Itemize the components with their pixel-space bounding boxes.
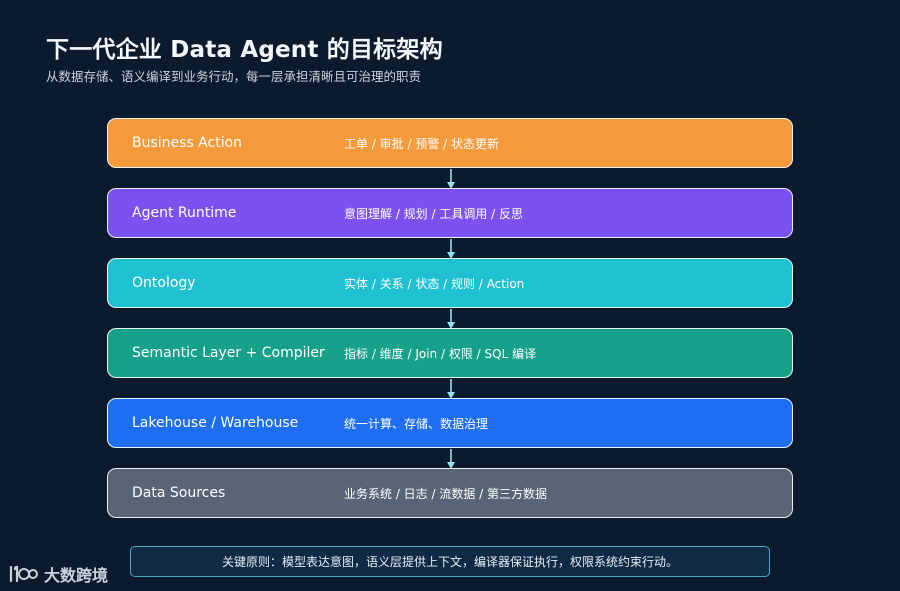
- page-title: 下一代企业 Data Agent 的目标架构: [46, 37, 443, 63]
- key-principle-text: 关键原则：模型表达意图，语义层提供上下文，编译器保证执行，权限系统约束行动。: [221, 555, 678, 569]
- layer-agent-runtime: Agent Runtime 意图理解 / 规划 / 工具调用 / 反思: [107, 188, 793, 259]
- layer-desc: 指标 / 维度 / Join / 权限 / SQL 编译: [344, 346, 537, 361]
- arrow-down-icon: [447, 379, 455, 399]
- layer-name: Business Action: [132, 135, 243, 151]
- layer-desc: 统一计算、存储、数据治理: [344, 416, 489, 431]
- layer-business-action: Business Action 工单 / 审批 / 预警 / 状态更新: [107, 118, 793, 189]
- layer-data-sources: Data Sources 业务系统 / 日志 / 流数据 / 第三方数据: [107, 468, 793, 518]
- layer-name: Ontology: [132, 275, 196, 291]
- arrow-down-icon: [447, 169, 455, 189]
- page-subtitle: 从数据存储、语义编译到业务行动，每一层承担清晰且可治理的职责: [46, 69, 422, 84]
- layer-name: Semantic Layer + Compiler: [132, 345, 325, 361]
- arrow-down-icon: [447, 449, 455, 469]
- layer-desc: 工单 / 审批 / 预警 / 状态更新: [344, 136, 500, 151]
- arrow-down-icon: [447, 309, 455, 329]
- layer-semantic-compiler: Semantic Layer + Compiler 指标 / 维度 / Join…: [107, 328, 793, 399]
- layer-name: Agent Runtime: [132, 205, 237, 221]
- layer-ontology: Ontology 实体 / 关系 / 状态 / 规则 / Action: [107, 258, 793, 329]
- watermark-text: 大数跨境: [44, 566, 109, 585]
- layer-name: Data Sources: [132, 485, 226, 501]
- watermark: 大数跨境: [8, 561, 108, 587]
- key-principle-box: 关键原则：模型表达意图，语义层提供上下文，编译器保证执行，权限系统约束行动。: [130, 546, 770, 577]
- layer-name: Lakehouse / Warehouse: [132, 415, 299, 431]
- layer-desc: 意图理解 / 规划 / 工具调用 / 反思: [344, 206, 524, 221]
- layer-stack: Business Action 工单 / 审批 / 预警 / 状态更新 Agen…: [107, 118, 793, 518]
- layer-lakehouse: Lakehouse / Warehouse 统一计算、存储、数据治理: [107, 398, 793, 469]
- layer-desc: 实体 / 关系 / 状态 / 规则 / Action: [344, 276, 525, 291]
- dashuju-logo-icon: [8, 563, 38, 585]
- arrow-down-icon: [447, 239, 455, 259]
- layer-desc: 业务系统 / 日志 / 流数据 / 第三方数据: [344, 486, 548, 501]
